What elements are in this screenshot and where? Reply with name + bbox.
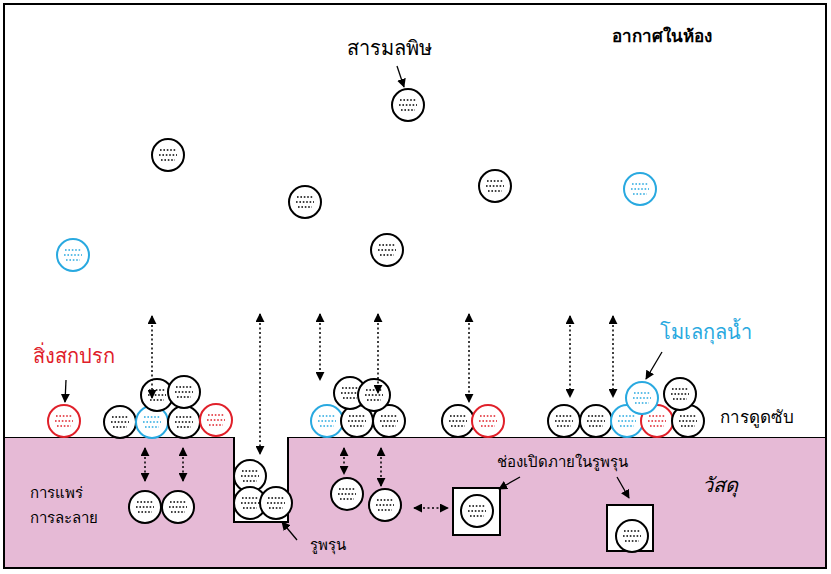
molecule: [392, 89, 424, 121]
callout-label: โมเลกุลน้ำ: [660, 320, 752, 344]
material-shape: [4, 437, 826, 570]
molecule: [369, 489, 401, 521]
molecule: [48, 405, 80, 437]
molecule: [371, 234, 403, 266]
molecule: [104, 406, 136, 438]
pore-opening: [607, 505, 653, 551]
dotted-arrow: [612, 316, 614, 397]
label-holder: การแพร่: [30, 484, 83, 502]
leader-line: [65, 380, 66, 402]
dotted-arrow: [259, 314, 261, 454]
molecule: [580, 405, 612, 437]
molecule: [479, 170, 511, 202]
molecule: [168, 376, 200, 408]
molecule: [472, 405, 504, 437]
molecule: [129, 491, 161, 523]
dotted-arrow: [468, 314, 470, 402]
molecule: [624, 173, 656, 205]
label-holder: โมเลกุลน้ำ: [660, 320, 752, 344]
molecule: [57, 239, 89, 271]
process-label: การแพร่: [30, 484, 83, 502]
dotted-arrow: [380, 448, 382, 486]
material-band: วัสดุ: [4, 437, 826, 568]
callout-label: สารมลพิษ: [347, 36, 432, 60]
room-air-region: อากาศในห้อง: [4, 4, 826, 437]
molecule: [200, 404, 232, 436]
label-holder: สารมลพิษ: [347, 36, 432, 60]
dotted-arrow: [151, 316, 153, 398]
dotted-arrow: [569, 316, 571, 397]
pore-opening: [453, 488, 500, 535]
frame: [4, 4, 826, 568]
molecule: [358, 379, 390, 411]
dotted-arrow: [319, 314, 321, 380]
molecule: [162, 491, 194, 523]
molecule: [289, 186, 321, 218]
molecule: [152, 139, 184, 171]
process-label: การดูดซับ: [720, 407, 794, 427]
callout-label: สิ่งสกปรก: [33, 344, 115, 368]
dotted-arrow: [377, 314, 379, 393]
molecule: [616, 520, 648, 552]
region-label: วัสดุ: [702, 473, 738, 497]
label-holder: ช่องเปิดภายในรูพรุน: [497, 453, 628, 471]
leader-line: [646, 352, 662, 379]
molecule: [311, 405, 343, 437]
molecule: [626, 382, 658, 414]
molecule: [548, 405, 580, 437]
label-holder: สิ่งสกปรก: [33, 344, 115, 368]
label-holder: การดูดซับ: [720, 407, 794, 427]
molecule: [331, 478, 363, 510]
leader-line: [397, 66, 404, 87]
callout-label: ช่องเปิดภายในรูพรุน: [497, 453, 628, 471]
process-label: การละลาย: [30, 509, 98, 527]
callout-label: รูพรุน: [310, 536, 346, 554]
label-holder: การละลาย: [30, 509, 98, 527]
molecule: [664, 378, 696, 410]
molecule: [168, 406, 200, 438]
molecule: [260, 487, 292, 519]
molecule: [461, 495, 493, 527]
label-holder: รูพรุน: [310, 536, 346, 554]
region-label: อากาศในห้อง: [612, 26, 712, 46]
molecule: [442, 405, 474, 437]
